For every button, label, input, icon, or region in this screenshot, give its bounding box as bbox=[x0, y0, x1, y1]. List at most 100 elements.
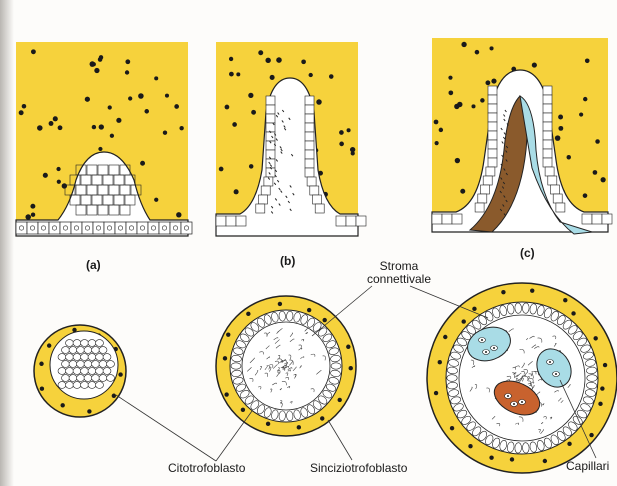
cell bbox=[99, 361, 107, 368]
nucleus-dot bbox=[219, 167, 224, 172]
cell bbox=[170, 222, 181, 234]
capillary-cell-nucleus bbox=[507, 395, 509, 397]
cell bbox=[27, 222, 38, 234]
nucleus-dot bbox=[234, 189, 239, 194]
cell bbox=[88, 382, 96, 389]
nucleus-dot bbox=[601, 177, 606, 182]
nucleus-dot bbox=[567, 442, 571, 446]
cell bbox=[231, 363, 241, 369]
cell bbox=[96, 354, 104, 361]
cell bbox=[261, 186, 270, 195]
nucleus-dot bbox=[165, 94, 169, 98]
nucleus-dot bbox=[92, 125, 96, 129]
cell bbox=[81, 340, 89, 347]
cell bbox=[543, 158, 552, 167]
nucleus-dot bbox=[461, 42, 466, 47]
nucleus-dot bbox=[265, 58, 270, 63]
nucleus-dot bbox=[489, 46, 493, 50]
cell bbox=[84, 361, 92, 368]
cell bbox=[58, 354, 66, 361]
cell bbox=[107, 361, 115, 368]
cell bbox=[305, 105, 314, 114]
cell bbox=[81, 368, 89, 375]
cell bbox=[313, 195, 322, 204]
cell bbox=[96, 340, 104, 347]
cell bbox=[84, 347, 92, 354]
nucleus-dot bbox=[60, 403, 64, 407]
cell bbox=[543, 131, 552, 140]
nucleus-dot bbox=[236, 72, 240, 76]
cell bbox=[305, 168, 314, 177]
nucleus-dot bbox=[339, 130, 344, 135]
nucleus-dot bbox=[316, 99, 321, 104]
nucleus-dot bbox=[224, 392, 228, 396]
cell bbox=[543, 140, 552, 149]
nucleus-dot bbox=[307, 308, 311, 312]
cell bbox=[545, 167, 554, 176]
nucleus-dot bbox=[320, 416, 324, 420]
nucleus-dot bbox=[480, 98, 485, 103]
nucleus-dot bbox=[457, 102, 462, 107]
nucleus-dot bbox=[144, 109, 149, 114]
cell bbox=[81, 382, 89, 389]
cell bbox=[66, 368, 74, 375]
cell bbox=[515, 443, 522, 454]
nucleus-dot bbox=[475, 50, 480, 55]
cell bbox=[38, 222, 49, 234]
nucleus-dot bbox=[25, 214, 31, 220]
nucleus-dot bbox=[266, 422, 270, 426]
cell bbox=[226, 216, 236, 226]
cell bbox=[551, 185, 560, 194]
panel-a-label: (a) bbox=[86, 259, 101, 272]
cell bbox=[49, 222, 60, 234]
nucleus-dot bbox=[603, 363, 607, 367]
nucleus-dot bbox=[339, 142, 344, 147]
nucleus-dot bbox=[58, 125, 63, 130]
nucleus-dot bbox=[276, 57, 282, 63]
nucleus-dot bbox=[443, 335, 447, 339]
cell bbox=[447, 375, 457, 382]
nucleus-dot bbox=[128, 96, 132, 100]
cell bbox=[442, 214, 452, 224]
cell bbox=[107, 375, 115, 382]
nucleus-dot bbox=[116, 118, 121, 123]
nucleus-dot bbox=[349, 366, 353, 370]
cell bbox=[216, 216, 226, 226]
nucleus-dot bbox=[346, 345, 350, 349]
nucleus-dot bbox=[510, 457, 514, 461]
nucleus-dot bbox=[448, 76, 452, 80]
capillary-cell-nucleus bbox=[493, 347, 495, 349]
nucleus-dot bbox=[30, 204, 35, 209]
cell bbox=[556, 203, 565, 212]
cell bbox=[336, 216, 346, 226]
nucleus-dot bbox=[583, 193, 588, 198]
nucleus-dot bbox=[112, 394, 116, 398]
nucleus-dot bbox=[471, 104, 475, 108]
nucleus-dot bbox=[22, 104, 27, 109]
cell bbox=[71, 222, 82, 234]
nucleus-dot bbox=[468, 444, 472, 448]
panel-b-label: (b) bbox=[280, 255, 295, 268]
nucleus-dot bbox=[37, 125, 43, 131]
cell bbox=[92, 361, 100, 368]
cell bbox=[305, 159, 314, 168]
nucleus-dot bbox=[579, 113, 583, 117]
cell bbox=[58, 382, 66, 389]
cell bbox=[305, 123, 314, 132]
cell bbox=[543, 122, 552, 131]
cell bbox=[77, 347, 85, 354]
cell bbox=[103, 354, 111, 361]
nucleus-dot bbox=[251, 110, 256, 115]
nucleus-dot bbox=[301, 59, 306, 64]
cell bbox=[488, 158, 497, 167]
nucleus-dot bbox=[338, 398, 342, 402]
cell bbox=[432, 214, 442, 224]
cell bbox=[73, 382, 81, 389]
cell bbox=[331, 363, 341, 369]
cell bbox=[88, 340, 96, 347]
cell bbox=[305, 150, 314, 159]
nucleus-dot bbox=[232, 122, 237, 127]
cell bbox=[62, 361, 70, 368]
cell bbox=[126, 222, 137, 234]
nucleus-dot bbox=[57, 180, 61, 184]
